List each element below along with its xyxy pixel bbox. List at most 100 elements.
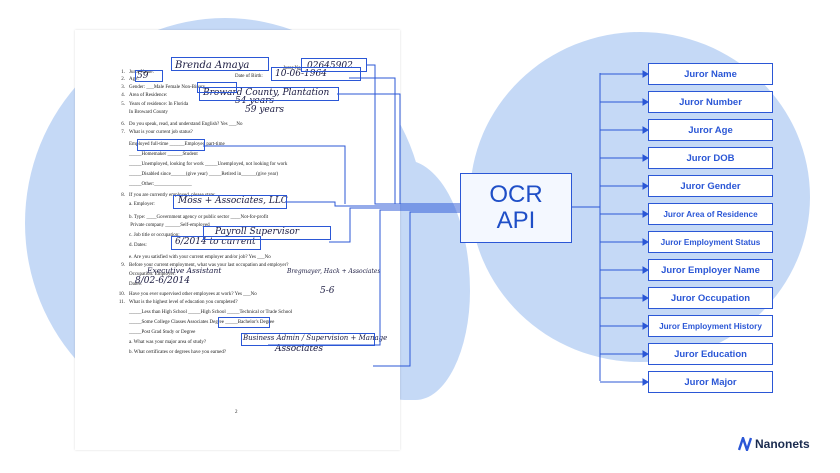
line-major: [373, 211, 460, 367]
form-row-text: _____Homemaker ______Student: [129, 152, 198, 157]
box-education: [218, 317, 270, 328]
hw-prev-employer: Bregmayer, Hack + Associates: [287, 268, 381, 275]
field-juror-employment-status: Juror Employment Status: [648, 231, 773, 253]
nanonets-logo: Nanonets: [738, 437, 810, 451]
api-label: API: [496, 207, 536, 234]
form-row: 6.Do you speak, read, and understand Eng…: [115, 122, 242, 127]
field-juror-area-of-residence: Juror Area of Residence: [648, 203, 773, 225]
line-dob: [349, 77, 396, 204]
form-row-text: _____Unemployed, looking for work _____U…: [129, 162, 288, 167]
field-juror-education: Juror Education: [648, 343, 773, 365]
arrow-head-icon: [642, 322, 649, 330]
dob-label: Date of Birth:: [235, 74, 263, 79]
form-row-text: Before your current employment, what was…: [129, 263, 289, 268]
form-row-text: Years of residence: In Florida: [129, 102, 189, 107]
form-row: 11. What is the highest level of educatio…: [115, 300, 238, 305]
form-row: e. Are you satisfied with your current e…: [115, 255, 271, 260]
form-row-text: Occupation: Employer:: [129, 272, 176, 277]
form-row: d. Dates:: [115, 243, 147, 248]
form-row-number: 9.: [121, 263, 125, 268]
form-row-text: e. Are you satisfied with your current e…: [129, 255, 271, 260]
form-row-text: Employed full-time ______Employed part-t…: [129, 142, 225, 147]
arrow-head-icon: [642, 294, 649, 302]
form-row-text: _____Disabled since______(give year) ___…: [129, 172, 278, 177]
form-row: _____Other:_______________: [115, 182, 192, 187]
hw-prev-occupation: Executive Assistant: [147, 266, 222, 275]
arrow-head-icon: [642, 266, 649, 274]
hw-dates: 6/2014 to current: [175, 237, 256, 247]
hw-juror-no: 02645902: [307, 61, 353, 71]
ocr-label: OCR: [489, 180, 543, 208]
brand-name: Nanonets: [755, 437, 810, 451]
form-row: 9. Before your current employment, what w…: [115, 263, 289, 268]
form-row-text: Have you ever supervised other employees…: [129, 292, 257, 297]
line-residence: [337, 93, 401, 204]
arrow-head-icon: [642, 378, 649, 386]
form-row-number: 1.: [121, 70, 125, 75]
form-row-text: If you are currently employed, please st…: [129, 193, 216, 198]
form-row-number: 10.: [118, 292, 125, 297]
form-row: Occupation: Employer:: [115, 272, 176, 277]
form-row: 1. Juror Name:: [115, 70, 154, 75]
form-row-number: 7.: [121, 130, 125, 135]
form-row-text: Juror Name:: [129, 70, 154, 75]
hw-major: Business Admin / Supervision + Manage: [243, 334, 388, 342]
form-row-text: d. Dates:: [129, 243, 147, 248]
form-row: In Broward County: [115, 110, 168, 115]
form-row-number: 2.: [121, 77, 125, 82]
page-number: 2: [235, 410, 238, 415]
form-row-text: In Broward County: [129, 110, 168, 115]
form-row: Private company ______Self-employed: [115, 223, 210, 228]
form-row: _____Post Grad Study or Degree: [115, 330, 195, 335]
form-row-number: 5.: [121, 102, 125, 107]
form-row: 4.Area of Residence:: [115, 93, 167, 98]
form-row: Employed full-time ______Employed part-t…: [115, 142, 225, 147]
form-row-text: What is your current job status?: [129, 130, 193, 135]
form-row: _____Less than High School _____High Sch…: [115, 310, 292, 315]
arrow-head-icon: [642, 70, 649, 78]
box-age: [135, 70, 163, 82]
form-row-text: What is the highest level of education y…: [129, 300, 238, 305]
ocr-api-box: OCR API: [460, 173, 572, 243]
box-juror-no: [301, 58, 367, 72]
arrow-head-icon: [642, 210, 649, 218]
arrow-head-icon: [642, 238, 649, 246]
arrow-head-icon: [642, 154, 649, 162]
form-row: _____Unemployed, looking for work _____U…: [115, 162, 287, 167]
form-row: a. What was your major area of study?: [115, 340, 206, 345]
form-row: 10. Have you ever supervised other employ…: [115, 292, 257, 297]
hw-job-title: Payroll Supervisor: [215, 227, 300, 237]
form-row-text: Dates:: [129, 282, 142, 287]
form-row-text: a. Employer:: [129, 202, 155, 207]
line-education: [268, 209, 460, 346]
form-row-text: b. What certificates or degrees have you…: [129, 350, 227, 355]
juror-form-document: 1. Juror Name: 2. Age: 3.Gender: ___Male Fem…: [75, 30, 400, 450]
box-dates: [171, 236, 261, 250]
form-row-number: 4.: [121, 93, 125, 98]
field-juror-dob: Juror DOB: [648, 147, 773, 169]
form-row: b. Type: ____Government agency or public…: [115, 215, 268, 220]
arrow-head-icon: [642, 182, 649, 190]
field-juror-age: Juror Age: [648, 119, 773, 141]
form-row-number: 11.: [118, 300, 125, 305]
form-row: _____Homemaker ______Student: [115, 152, 198, 157]
form-row-number: 6.: [121, 122, 125, 127]
line-jobtitle: [329, 207, 460, 243]
form-row: 5. Years of residence: In Florida: [115, 102, 188, 107]
hw-employer: Moss + Associates, LLC: [178, 196, 288, 206]
form-row-text: Gender: ___Male Female Non-Binary: [129, 85, 206, 90]
field-juror-number: Juror Number: [648, 91, 773, 113]
form-row-text: _____Other:_______________: [129, 182, 192, 187]
hw-residence: Broward County, Plantation: [203, 88, 330, 98]
arrow-head-icon: [642, 350, 649, 358]
form-row: _____Some College Classes Associates Deg…: [115, 320, 274, 325]
hw-prev-dates: 8/02-6/2014: [135, 276, 190, 286]
field-juror-employer-name: Juror Employer Name: [648, 259, 773, 281]
field-juror-name: Juror Name: [648, 63, 773, 85]
form-row-text: Age:: [129, 77, 139, 82]
form-row-text: _____Less than High School _____High Sch…: [129, 310, 293, 315]
form-row: 3.Gender: ___Male Female Non-Binary: [115, 85, 205, 90]
form-row-text: Private company ______Self-employed: [129, 223, 210, 228]
arrow-head-icon: [642, 126, 649, 134]
box-employment-status: [137, 139, 205, 151]
